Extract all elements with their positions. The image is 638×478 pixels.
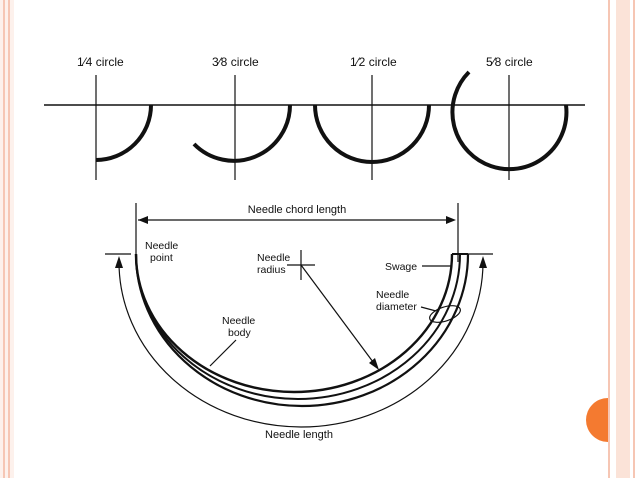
- needle-diameter-label-1: Needle: [376, 289, 409, 301]
- circle-label-quarter: 1⁄4 circle: [77, 55, 124, 69]
- three-eighths-circle-figure: [192, 75, 292, 180]
- chord-arrowhead-left: [138, 216, 148, 224]
- needle-body-label-1: Needle: [222, 315, 255, 327]
- right-stripes-graphic: [608, 0, 638, 478]
- half-arc: [313, 104, 431, 164]
- length-arrowhead-right: [479, 256, 487, 268]
- swage-label: Swage: [385, 261, 417, 273]
- left-stripe-1: [3, 0, 5, 478]
- half-circle-figure: [313, 75, 431, 180]
- needle-length-arc: [118, 261, 484, 428]
- right-stripe-1: [608, 0, 610, 478]
- needle-point-label-1: Needle: [145, 240, 178, 252]
- diameter-ellipse: [429, 305, 461, 323]
- needle-inner-edge: [134, 253, 454, 394]
- diameter-leader: [420, 306, 437, 312]
- left-stripes-graphic: [0, 0, 14, 478]
- needle-outer-edge: [134, 253, 470, 408]
- needle-point-label-2: point: [150, 252, 173, 264]
- right-frame-stripes: [608, 0, 638, 478]
- length-arrowhead-left: [115, 256, 123, 268]
- orange-accent-shape: [586, 398, 608, 442]
- left-frame-stripes: [0, 0, 14, 478]
- five-eighths-arc: [450, 70, 569, 172]
- chord-length-label: Needle chord length: [248, 204, 346, 216]
- five-eighths-circle-figure: [450, 70, 569, 180]
- left-stripe-2: [8, 0, 10, 478]
- circle-label-three-eighths: 3⁄8 circle: [212, 55, 259, 69]
- needle-radius-label-2: radius: [257, 264, 286, 276]
- chord-arrowhead-right: [446, 216, 456, 224]
- needle-diameter-label-2: diameter: [376, 301, 417, 313]
- needle-radius-label-1: Needle: [257, 252, 290, 264]
- needle-middle-edge: [135, 253, 461, 400]
- radius-arrow-line: [300, 264, 377, 367]
- right-frame-band: [616, 0, 630, 478]
- needle-body-label-2: body: [228, 327, 252, 339]
- right-stripe-2: [633, 0, 635, 478]
- quarter-circle-figure: [95, 75, 153, 180]
- quarter-arc: [95, 104, 153, 162]
- circle-label-half: 1⁄2 circle: [350, 55, 397, 69]
- circle-label-five-eighths: 5⁄8 circle: [486, 55, 533, 69]
- three-eighths-arc: [192, 104, 292, 163]
- radius-arrowhead: [369, 358, 379, 370]
- body-leader: [209, 339, 237, 367]
- needle-length-label: Needle length: [265, 429, 333, 441]
